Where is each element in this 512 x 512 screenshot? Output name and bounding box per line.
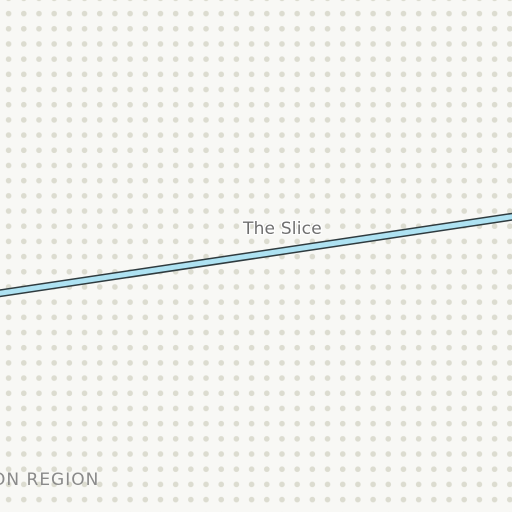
road-label-the-slice: The Slice bbox=[243, 219, 322, 239]
region-label: ON REGION bbox=[0, 470, 100, 490]
road-the-slice[interactable] bbox=[0, 214, 512, 296]
